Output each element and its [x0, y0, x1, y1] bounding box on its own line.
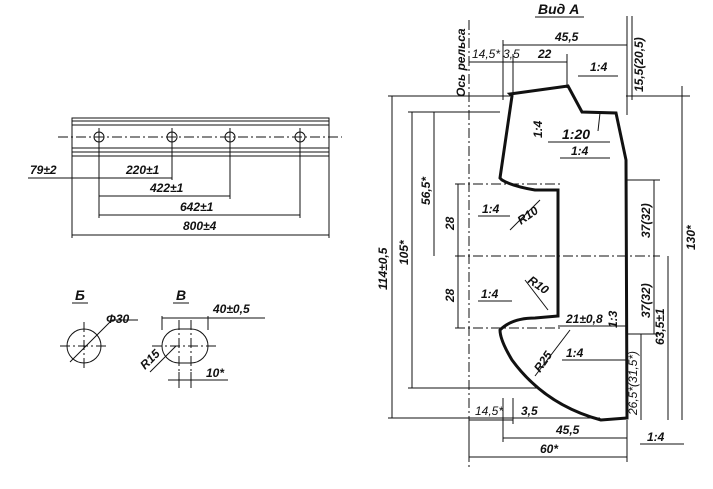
dim-28-upper: 28: [443, 216, 457, 231]
dim-220: 220±1: [125, 163, 160, 177]
slope-7: 1:4: [647, 430, 665, 444]
dim-642: 642±1: [180, 200, 214, 214]
dim-130: 130*: [684, 224, 698, 250]
dim-d30: Φ30: [106, 312, 130, 326]
dim-26-5: 26,5*(31,5*): [626, 351, 640, 416]
view-a-title: Вид А: [538, 1, 579, 17]
label-v: В: [176, 287, 186, 303]
slope-5: 1:4: [481, 287, 499, 301]
rail-axis-label: Ось рельса: [454, 28, 468, 97]
label-b: Б: [75, 287, 85, 303]
slope-4: 1:4: [482, 202, 500, 216]
dim-top-22: 22: [537, 47, 552, 61]
dim-top-3-5: 3,5: [503, 47, 520, 61]
radius-r10-upper: R10: [515, 203, 541, 227]
slope-8: 1:3: [606, 310, 620, 328]
hole-v-detail: В 40±0,5 R15 10*: [137, 287, 265, 388]
plate-view: 79±2 220±1 422±1 642±1 800±4: [28, 117, 342, 238]
plate-outline: [71, 117, 330, 157]
dim-37-upper: 37(32): [639, 203, 653, 238]
dim-bottom-60: 60*: [540, 442, 559, 456]
section-view-a: Вид А Ось рельса 45,5 14,5* 3,5 22 1:4 1…: [376, 1, 698, 470]
dim-top-right: 15,5(20,5): [632, 37, 646, 92]
dim-bottom-14-5: 14,5*: [475, 404, 503, 418]
slope-6: 1:4: [566, 346, 584, 360]
dim-21: 21±0,8: [565, 312, 603, 326]
dim-40: 40±0,5: [212, 302, 250, 316]
slope-1: 1:4: [531, 120, 545, 138]
dim-114: 114±0,5: [376, 247, 390, 290]
dim-800: 800±4: [183, 219, 217, 233]
hole-b-detail: Б Φ30: [60, 287, 138, 370]
dim-105: 105*: [397, 239, 411, 265]
dim-bottom-45-5: 45,5: [555, 423, 580, 437]
radius-r25: R25: [531, 348, 555, 374]
slope-1-20: 1:20: [562, 126, 590, 142]
slope-3: 1:4: [571, 144, 589, 158]
dim-top-14-5: 14,5*: [472, 47, 500, 61]
dim-79: 79±2: [30, 163, 57, 177]
rail-profile: [498, 84, 629, 422]
dim-top-45-5: 45,5: [554, 30, 579, 44]
dim-56-5: 56,5*: [419, 176, 433, 205]
dim-28-lower: 28: [443, 288, 457, 303]
dim-63-5: 63,5±1: [653, 308, 667, 345]
slope-top: 1:4: [590, 60, 608, 74]
dim-r15: R15: [137, 346, 163, 372]
dim-10: 10*: [206, 366, 225, 380]
dim-422: 422±1: [149, 181, 184, 195]
dim-37-lower: 37(32): [639, 283, 653, 318]
dim-bottom-3-5: 3,5: [521, 404, 538, 418]
slope-labels: 1:4 1:20 1:4 1:4 1:4 1:4 1:4 1:3: [478, 120, 684, 445]
